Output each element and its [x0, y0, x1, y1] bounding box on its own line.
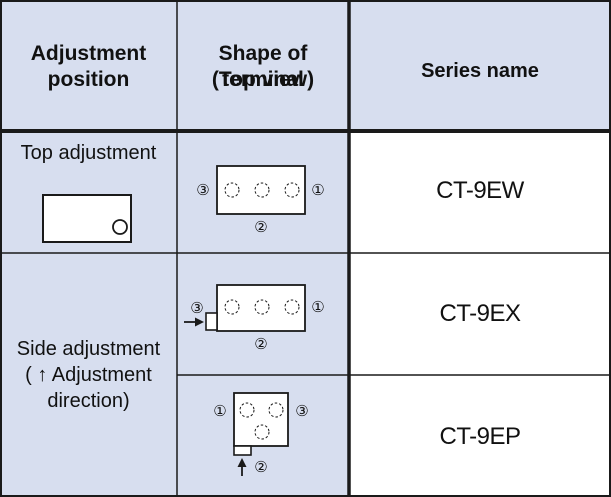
- ew-terminal-1: ①: [311, 181, 324, 199]
- terminal-shape-ex: [184, 284, 306, 332]
- ep-terminal-2: ②: [254, 458, 267, 476]
- header-shape-cell: Shape of terminal (Top view): [177, 0, 349, 131]
- terminal-shape-ep: [233, 392, 289, 476]
- header-shape-line2: (Top view): [211, 68, 315, 91]
- ex-terminal-3: ③: [190, 299, 203, 317]
- side-adjustment-line2: ( ↑ Adjustment: [25, 364, 152, 386]
- header-series-cell: Series name: [349, 0, 611, 131]
- header-adjustment-line1: Adjustment: [30, 42, 147, 65]
- ew-terminal-2: ②: [254, 218, 267, 236]
- header-adjustment-cell: Adjustment position: [0, 0, 177, 131]
- series-ep-label: CT-9EP: [439, 423, 521, 450]
- side-adjustment-line3: direction): [47, 390, 130, 412]
- header-adjustment-line2: position: [47, 68, 130, 91]
- series-ex-label: CT-9EX: [439, 300, 521, 327]
- top-adjustment-label: Top adjustment: [20, 142, 157, 164]
- series-ew-label: CT-9EW: [436, 177, 524, 204]
- top-adjustment-icon: [42, 194, 132, 243]
- ep-terminal-3: ③: [295, 402, 308, 420]
- side-adjustment-line1: Side adjustment: [16, 338, 161, 360]
- row-side-adjustment-cell: Side adjustment ( ↑ Adjustment direction…: [0, 253, 177, 497]
- terminal-numbers: ③ ① ② ③ ① ② ① ③ ②: [190, 181, 324, 476]
- terminal-shape-ew: [216, 165, 306, 215]
- series-cell-ew: CT-9EW: [349, 131, 611, 253]
- ex-terminal-1: ①: [311, 298, 324, 316]
- ew-terminal-3: ③: [196, 181, 209, 199]
- header-shape-line1: Shape of terminal: [218, 42, 308, 91]
- header-series-name: Series name: [421, 60, 539, 82]
- ep-terminal-1: ①: [213, 402, 226, 420]
- ex-terminal-2: ②: [254, 335, 267, 353]
- series-cell-ex: CT-9EX: [349, 253, 611, 375]
- series-cell-ep: CT-9EP: [349, 375, 611, 497]
